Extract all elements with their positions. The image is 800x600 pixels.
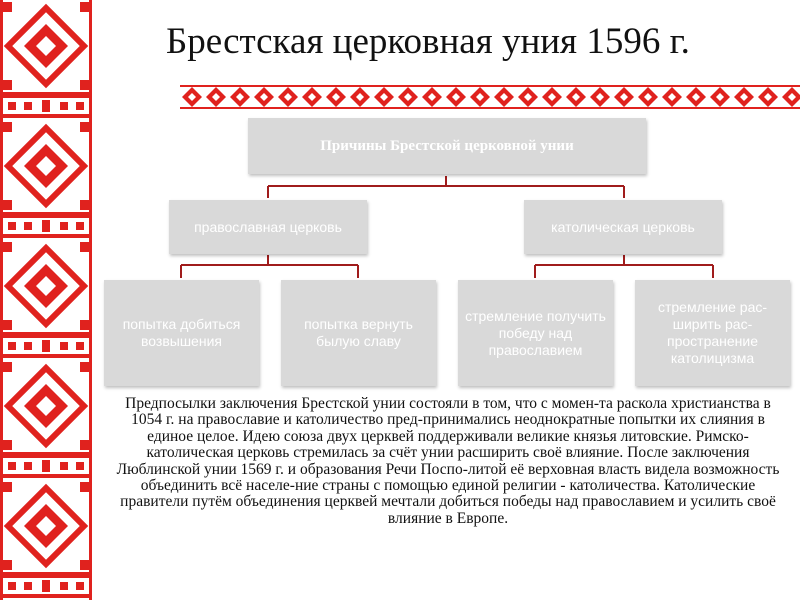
orthodox-reason-1-box: попытка добиться возвышения (104, 280, 259, 386)
ornament-top-strip (180, 85, 800, 109)
catholic-reason-2-box: стремление рас-ширить рас-пространение к… (635, 280, 790, 386)
page-title: Брестская церковная уния 1596 г. (166, 21, 690, 62)
body-paragraph: Предпосылки заключения Брестской унии со… (116, 395, 780, 527)
branch-orthodox-box: православная церковь (169, 200, 367, 254)
branch-catholic-box: католическая церковь (524, 200, 722, 254)
diagram-root-box: Причины Брестской церковной унии (248, 118, 646, 174)
orthodox-reason-2-box: попытка вернуть былую славу (281, 280, 436, 386)
ornament-left-border (0, 0, 92, 600)
catholic-reason-1-box: стремление получить победу над православ… (458, 280, 613, 386)
